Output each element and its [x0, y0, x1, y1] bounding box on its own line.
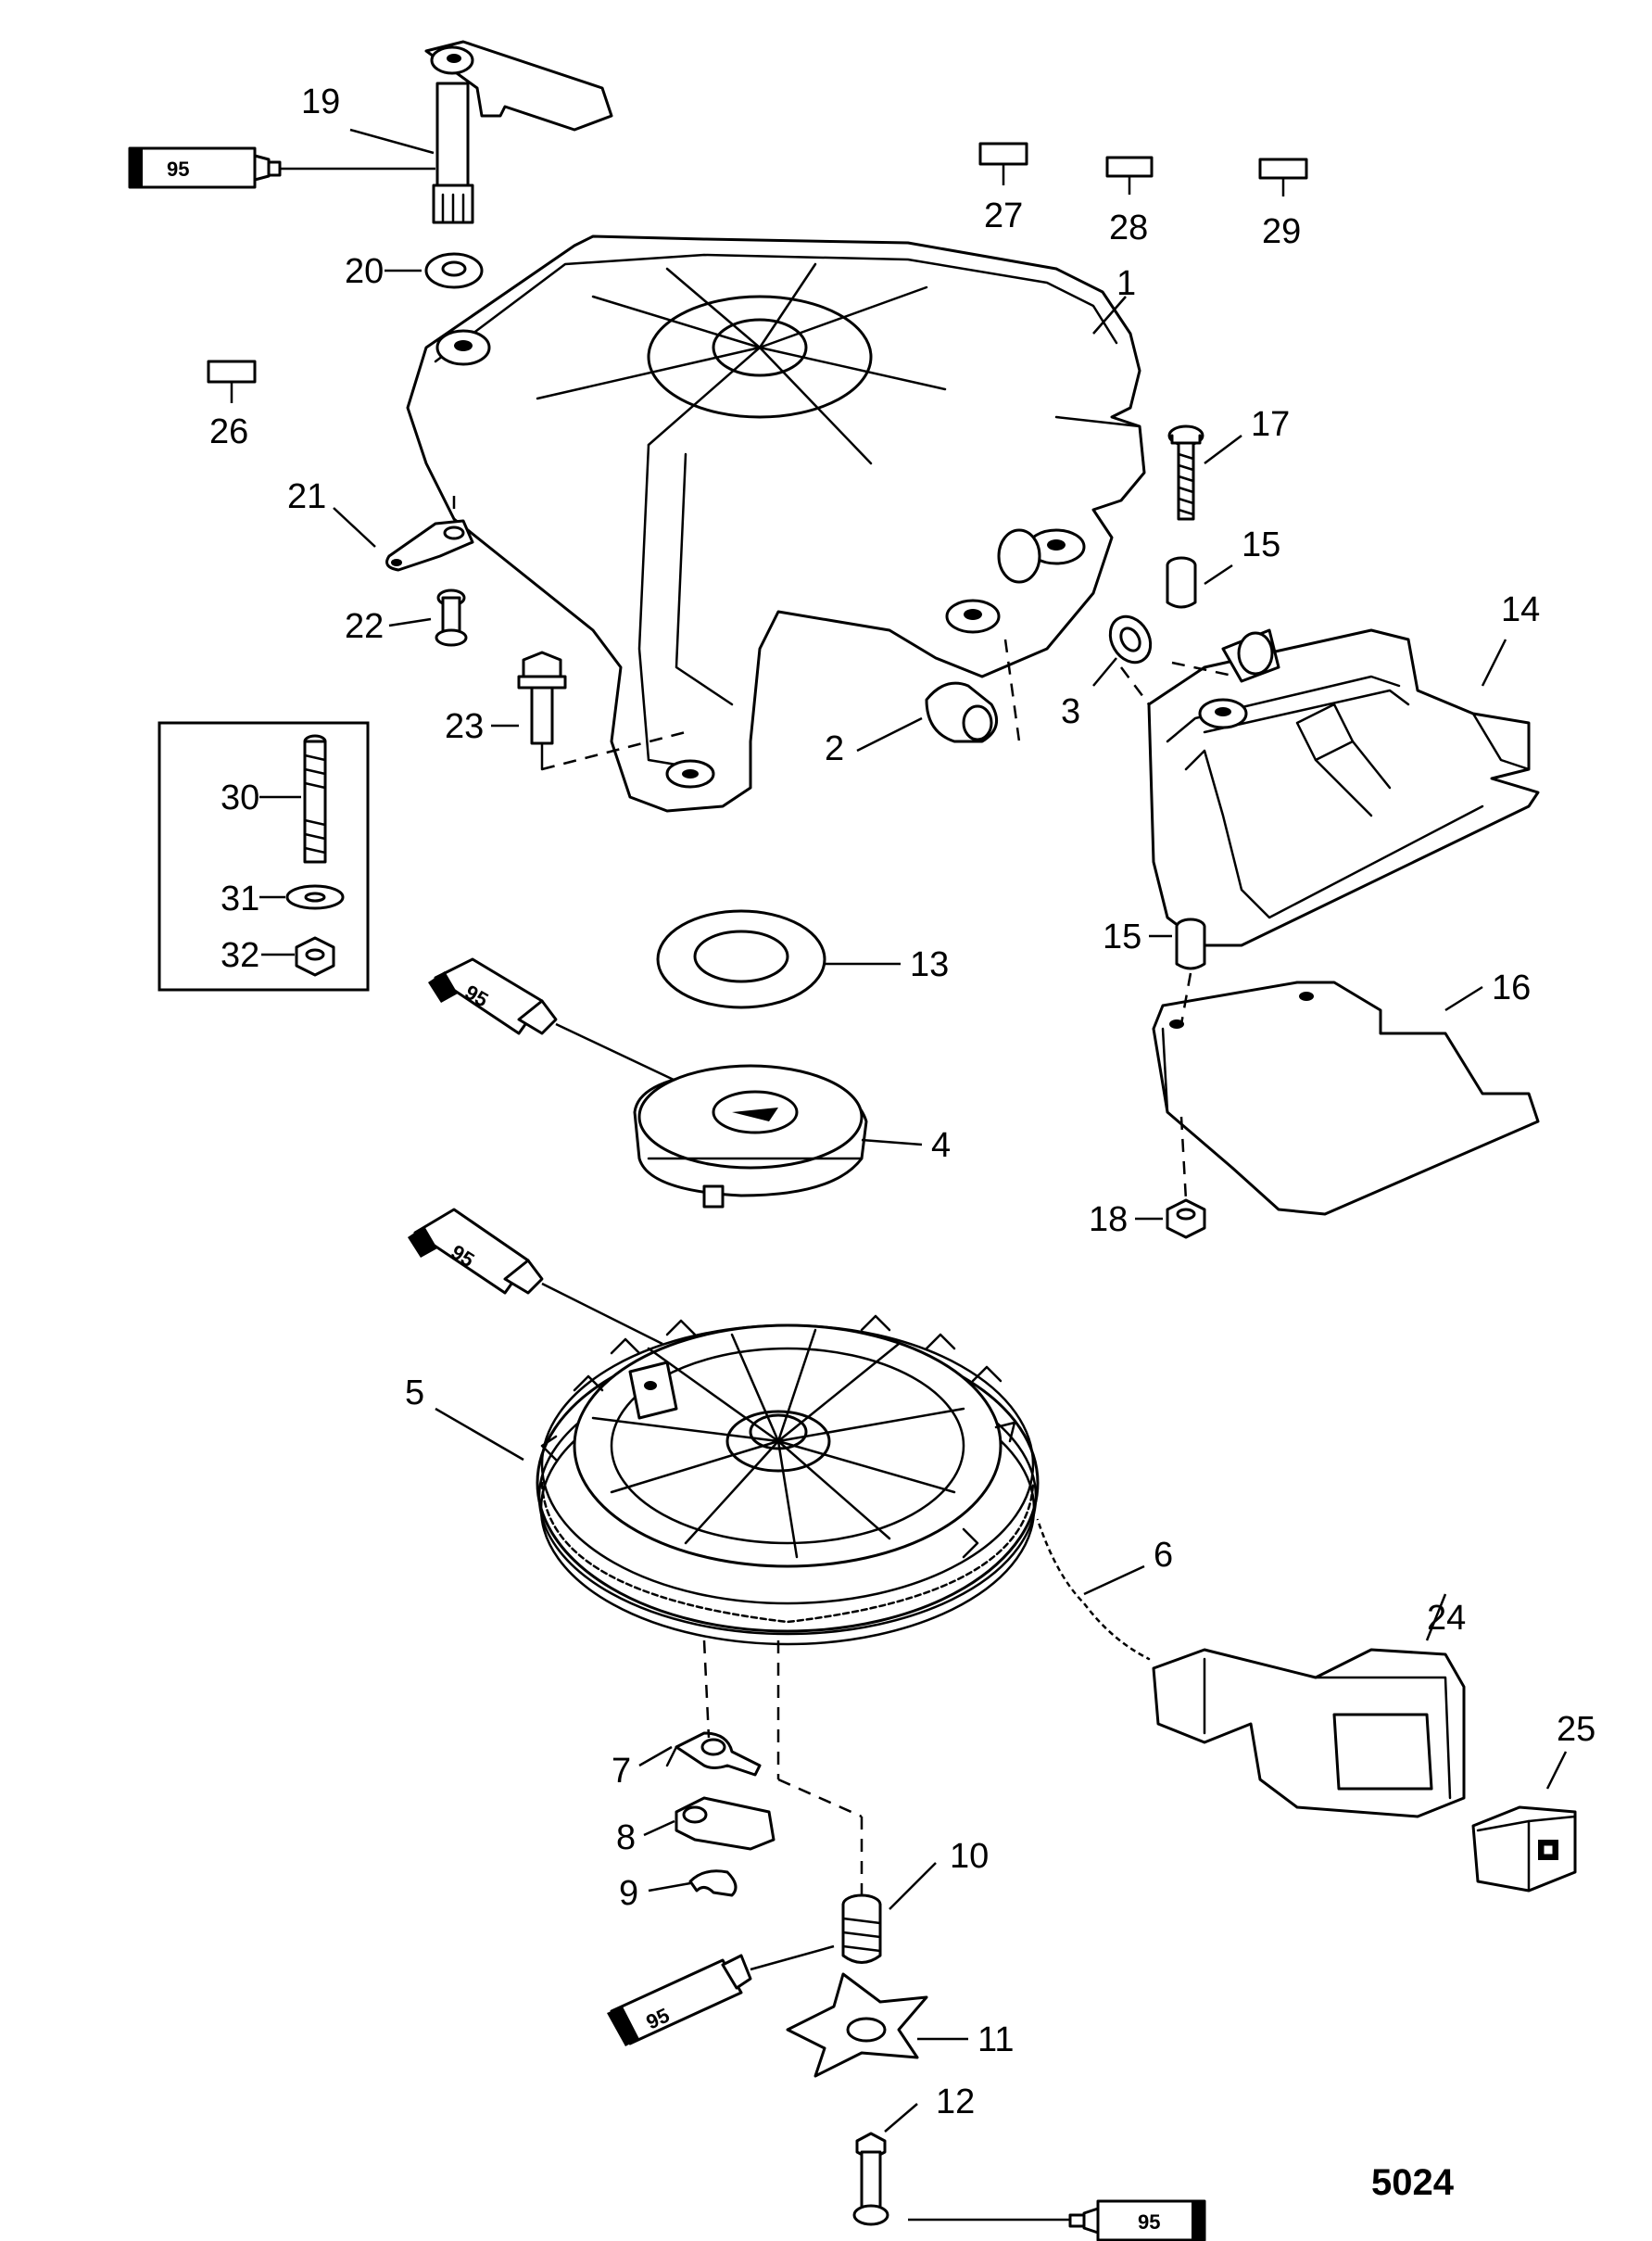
tube-label-19: 95 — [167, 158, 189, 181]
part-2-grommet — [925, 681, 999, 743]
callout-6: 6 — [1154, 1536, 1173, 1575]
callout-3: 3 — [1061, 692, 1080, 731]
part-16-plate — [1152, 981, 1540, 1216]
figure-number: 5024 — [1371, 2162, 1455, 2203]
part-4-hub — [633, 1064, 868, 1209]
sealant-tube-icon: 95 — [908, 2199, 1206, 2241]
callout-20: 20 — [345, 252, 384, 291]
sealant-tube-icon: 95 — [128, 146, 435, 189]
part-5-pulley — [536, 1314, 1040, 1646]
part-10-spring — [841, 1893, 882, 1964]
part-12-bolt — [852, 2132, 889, 2226]
callout-8: 8 — [616, 1818, 636, 1857]
inset-box — [158, 721, 370, 992]
callout-4: 4 — [931, 1126, 951, 1165]
callout-15-lower: 15 — [1103, 918, 1141, 956]
callout-31: 31 — [221, 880, 259, 918]
callout-32: 32 — [221, 936, 259, 975]
sealant-tube-icon: 95 — [408, 1208, 663, 1346]
callout-13: 13 — [910, 945, 949, 984]
callout-14: 14 — [1501, 590, 1540, 629]
callout-24: 24 — [1427, 1599, 1466, 1638]
callout-1: 1 — [1116, 264, 1136, 303]
callout-27: 27 — [984, 196, 1023, 235]
callout-9: 9 — [619, 1874, 638, 1913]
part-26-label-box — [207, 360, 257, 403]
leader-lines — [259, 128, 1568, 2133]
assembly-dashed-lines — [452, 496, 1238, 1900]
callout-15-upper: 15 — [1242, 525, 1280, 564]
part-1-housing — [406, 234, 1146, 813]
callout-25: 25 — [1557, 1710, 1595, 1749]
part-25-insert — [1471, 1805, 1577, 1893]
callout-21: 21 — [287, 477, 326, 516]
part-27-label-box — [978, 142, 1028, 185]
part-8-pawl — [675, 1796, 776, 1851]
part-3-washer — [1108, 614, 1153, 665]
part-29-label-box — [1258, 158, 1308, 196]
part-7-spring — [665, 1731, 762, 1777]
part-19-lever-shaft — [424, 40, 613, 224]
part-23-bolt — [517, 651, 567, 771]
part-6-rope — [1036, 1518, 1151, 1661]
callout-29: 29 — [1262, 212, 1301, 251]
callout-22: 22 — [345, 607, 384, 646]
callout-7: 7 — [612, 1752, 631, 1791]
part-20-washer — [424, 252, 484, 289]
callout-12: 12 — [936, 2083, 975, 2121]
part-15-bushing-lower — [1175, 918, 1206, 970]
callout-5: 5 — [405, 1374, 424, 1412]
callout-2: 2 — [825, 729, 844, 768]
part-15-bushing-upper — [1166, 556, 1197, 609]
part-18-nut — [1166, 1198, 1206, 1239]
part-13-ring — [656, 909, 826, 1009]
callout-10: 10 — [950, 1837, 989, 1876]
part-28-label-box — [1105, 156, 1154, 195]
part-31-washer — [285, 884, 345, 910]
tube-label-12: 95 — [1138, 2210, 1160, 2234]
part-17-screw — [1167, 424, 1204, 521]
part-32-nut — [295, 936, 335, 977]
callout-28: 28 — [1109, 209, 1148, 247]
callout-11: 11 — [977, 2020, 1014, 2059]
part-21-cam — [385, 519, 474, 572]
part-24-handle — [1152, 1648, 1466, 1818]
part-14-tray — [1147, 628, 1540, 947]
callout-19: 19 — [301, 82, 340, 121]
callout-26: 26 — [209, 412, 248, 451]
part-9-clip — [688, 1869, 738, 1897]
callout-16: 16 — [1492, 969, 1531, 1007]
callout-numbers: 1 2 3 4 5 6 7 8 9 10 11 12 13 14 15 15 1… — [209, 82, 1595, 2121]
callout-17: 17 — [1251, 405, 1290, 444]
part-22-pin — [435, 589, 468, 647]
part-30-stud — [303, 734, 327, 864]
part-11-star-plate — [786, 1972, 928, 2078]
callout-18: 18 — [1089, 1200, 1128, 1239]
callout-30: 30 — [221, 779, 259, 817]
callout-23: 23 — [445, 707, 484, 746]
sealant-tube-icon: 95 — [607, 1944, 835, 2046]
